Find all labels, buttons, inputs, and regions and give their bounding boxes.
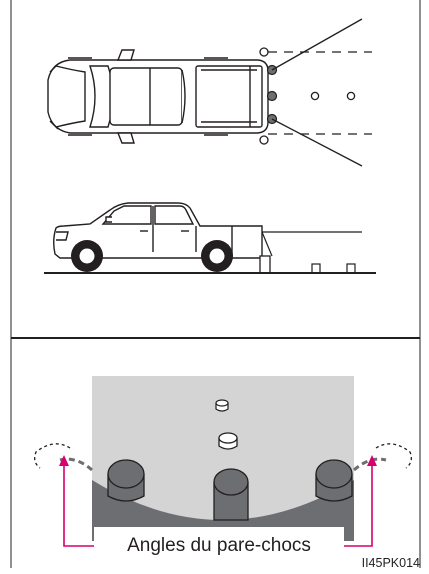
obstacle-post [260, 256, 270, 273]
cone-icon [312, 264, 320, 273]
bumper-center-cylinder [214, 469, 248, 520]
callout-label-box: Angles du pare-chocs [94, 527, 344, 565]
cone-icon [347, 92, 354, 99]
cone-icon [311, 92, 318, 99]
cone-icon [347, 264, 355, 273]
bumper-corner-icon [316, 460, 352, 501]
pickup-top-view-icon [48, 50, 268, 143]
parking-sensor-icon [260, 136, 268, 144]
callout-label: Angles du pare-chocs [127, 535, 311, 556]
cone-icon [216, 400, 228, 411]
detection-range-side [262, 232, 362, 256]
cone-icon [219, 433, 237, 449]
parking-sensor-icon [260, 48, 268, 56]
bumper-extension-right [354, 444, 411, 470]
detection-range-top [268, 19, 372, 166]
parking-sensor-icon [268, 92, 277, 101]
figure-reference-code: II45PK014 [362, 555, 420, 571]
bumper-corner-icon [108, 460, 144, 501]
